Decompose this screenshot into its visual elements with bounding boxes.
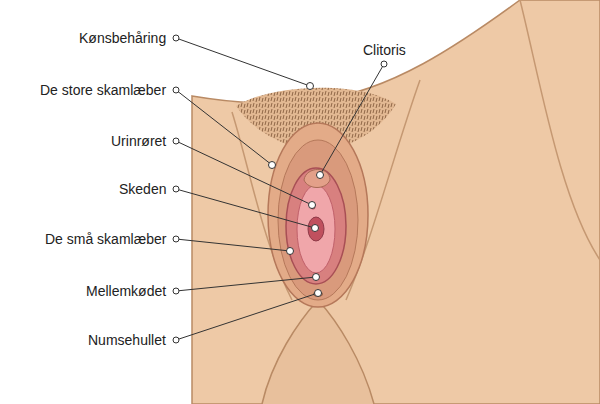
part-label: Clitoris bbox=[363, 42, 406, 58]
part-label: Mellemkødet bbox=[86, 283, 166, 299]
part-label: De store skamlæber bbox=[40, 82, 166, 98]
part-label: Skeden bbox=[119, 181, 166, 197]
part-label: De små skamlæber bbox=[45, 231, 166, 247]
part-label: Kønsbehåring bbox=[79, 30, 166, 46]
part-label: Numsehullet bbox=[88, 332, 166, 348]
part-label: Urinrøret bbox=[111, 133, 166, 149]
